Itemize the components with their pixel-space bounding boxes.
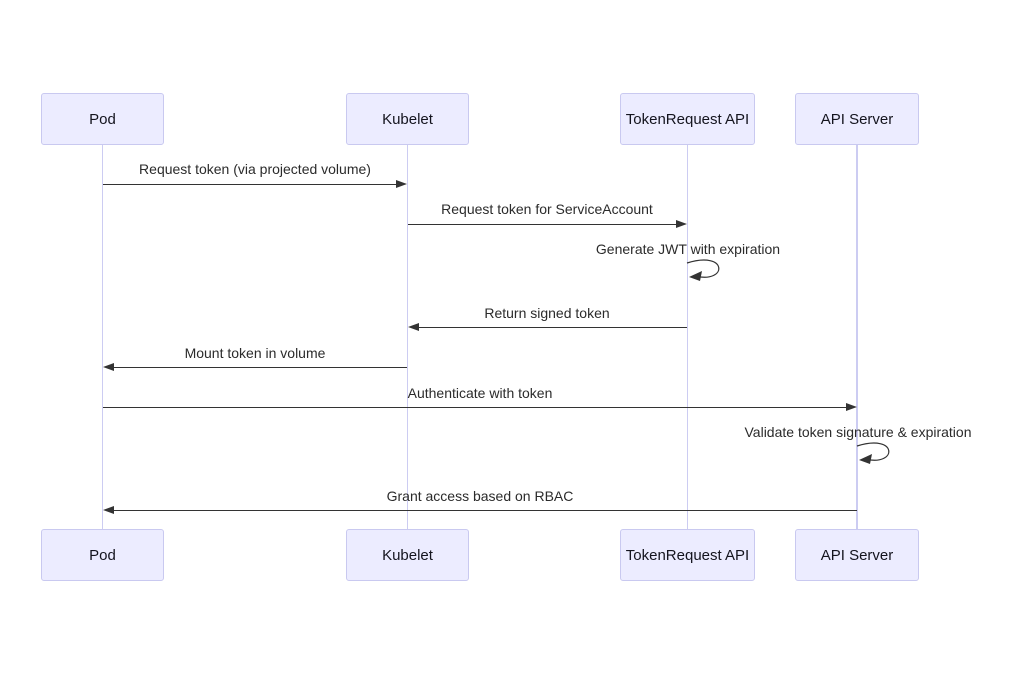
message-label: Generate JWT with expiration [595,241,781,257]
message-label: Mount token in volume [184,345,326,361]
arrowhead-left-icon [408,322,419,331]
actor-label: API Server [820,110,894,128]
message-label: Grant access based on RBAC [386,488,574,504]
actor-top-kubelet: Kubelet [346,93,469,145]
actor-label: Pod [89,110,116,128]
actor-top-api-server: API Server [795,93,919,145]
self-loop-arrow-icon [856,442,890,464]
arrowhead-right-icon [676,219,687,228]
actor-label: API Server [820,546,894,564]
actor-label: TokenRequest API [625,110,750,128]
message-line [103,184,397,186]
message-label: Return signed token [484,305,610,321]
actor-top-pod: Pod [41,93,164,145]
actor-label: Kubelet [382,110,433,128]
lifeline-api-server [856,145,858,529]
actor-bottom-kubelet: Kubelet [346,529,469,581]
lifeline-tokenrequest-api [686,145,689,529]
actor-label: Pod [89,546,116,564]
actor-label: Kubelet [382,546,433,564]
message-line [114,367,407,369]
arrowhead-right-icon [396,179,407,188]
message-label: Request token for ServiceAccount [441,201,653,217]
actor-label: TokenRequest API [625,546,750,564]
actor-bottom-tokenrequest-api: TokenRequest API [620,529,755,581]
message-line [114,510,857,512]
actor-bottom-pod: Pod [41,529,164,581]
arrowhead-left-icon [103,362,114,371]
message-label: Authenticate with token [407,385,553,401]
lifeline-pod [101,145,104,529]
arrowhead-left-icon [103,505,114,514]
message-line [419,327,687,329]
lifeline-kubelet [406,145,409,529]
actor-top-tokenrequest-api: TokenRequest API [620,93,755,145]
actor-bottom-api-server: API Server [795,529,919,581]
self-loop-arrow-icon [686,259,720,281]
message-label: Request token (via projected volume) [139,161,371,177]
message-label: Validate token signature & expiration [744,424,972,440]
message-line [408,224,677,226]
message-line [103,407,846,409]
arrowhead-right-icon [846,402,857,411]
